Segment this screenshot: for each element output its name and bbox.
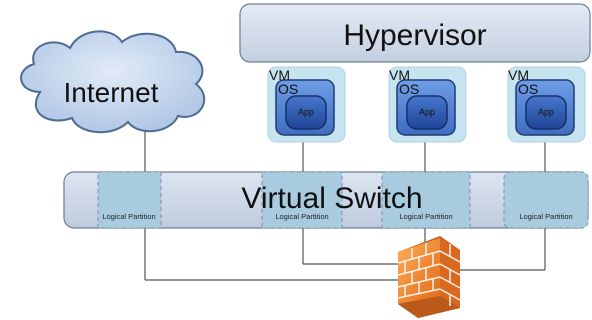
vm-label: VM xyxy=(508,67,529,83)
os-label: OS xyxy=(399,81,419,97)
firewall-icon xyxy=(397,236,461,318)
virtual-switch-label: Virtual Switch xyxy=(241,182,422,215)
os-label: OS xyxy=(518,81,538,97)
logical-partition: Logical Partition xyxy=(503,171,589,229)
vm-box: VM OS App xyxy=(388,66,467,143)
hypervisor-label: Hypervisor xyxy=(343,19,486,52)
partition-label: Logical Partition xyxy=(519,212,572,221)
vm-label: VM xyxy=(269,67,290,83)
logical-partition: Logical Partition xyxy=(381,171,471,229)
partition-label: Logical Partition xyxy=(275,212,328,221)
vm-box: VM OS App xyxy=(507,66,586,143)
app-label: App xyxy=(419,107,435,117)
internet-label: Internet xyxy=(64,77,159,108)
partition-label: Logical Partition xyxy=(399,212,452,221)
vm-label: VM xyxy=(389,67,410,83)
vm-box: VM OS App xyxy=(267,66,346,143)
hypervisor-box: Hypervisor xyxy=(239,3,591,63)
logical-partition: Logical Partition xyxy=(261,171,343,229)
logical-partition: Logical Partition xyxy=(97,171,162,229)
partition-label: Logical Partition xyxy=(102,212,155,221)
internet-cloud: Internet xyxy=(20,30,206,134)
app-label: App xyxy=(298,107,314,117)
app-label: App xyxy=(538,107,554,117)
os-label: OS xyxy=(278,81,298,97)
